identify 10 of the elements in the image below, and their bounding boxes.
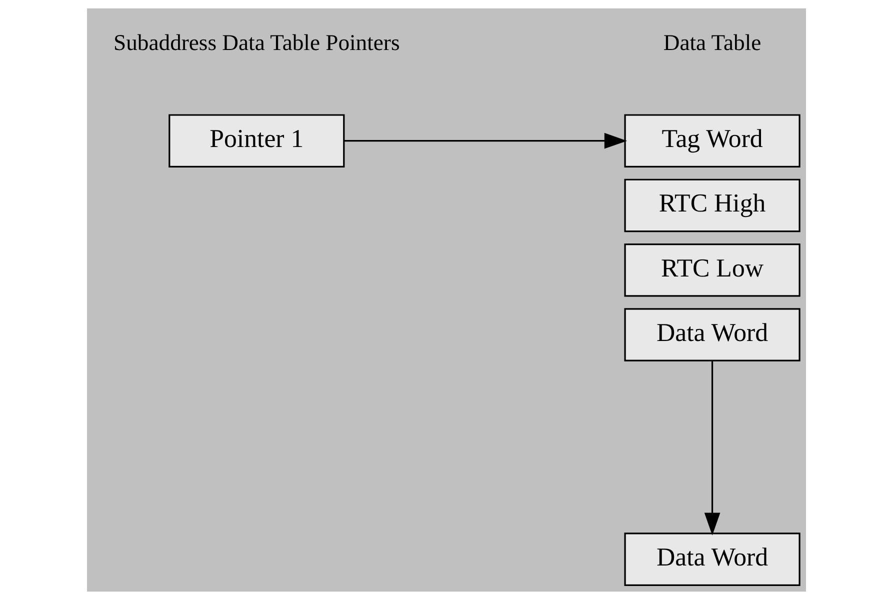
node-box: Data Word (624, 532, 800, 586)
node-box: RTC High (624, 178, 800, 232)
node-box: Pointer 1 (168, 114, 344, 168)
label: Subaddress Data Table Pointers (113, 30, 400, 55)
arrow (344, 132, 627, 149)
node-box: Data Word (624, 308, 800, 362)
node-box: RTC Low (624, 243, 800, 297)
node-box: Tag Word (624, 114, 800, 168)
arrow (704, 361, 720, 536)
label: Data Table (662, 30, 761, 55)
